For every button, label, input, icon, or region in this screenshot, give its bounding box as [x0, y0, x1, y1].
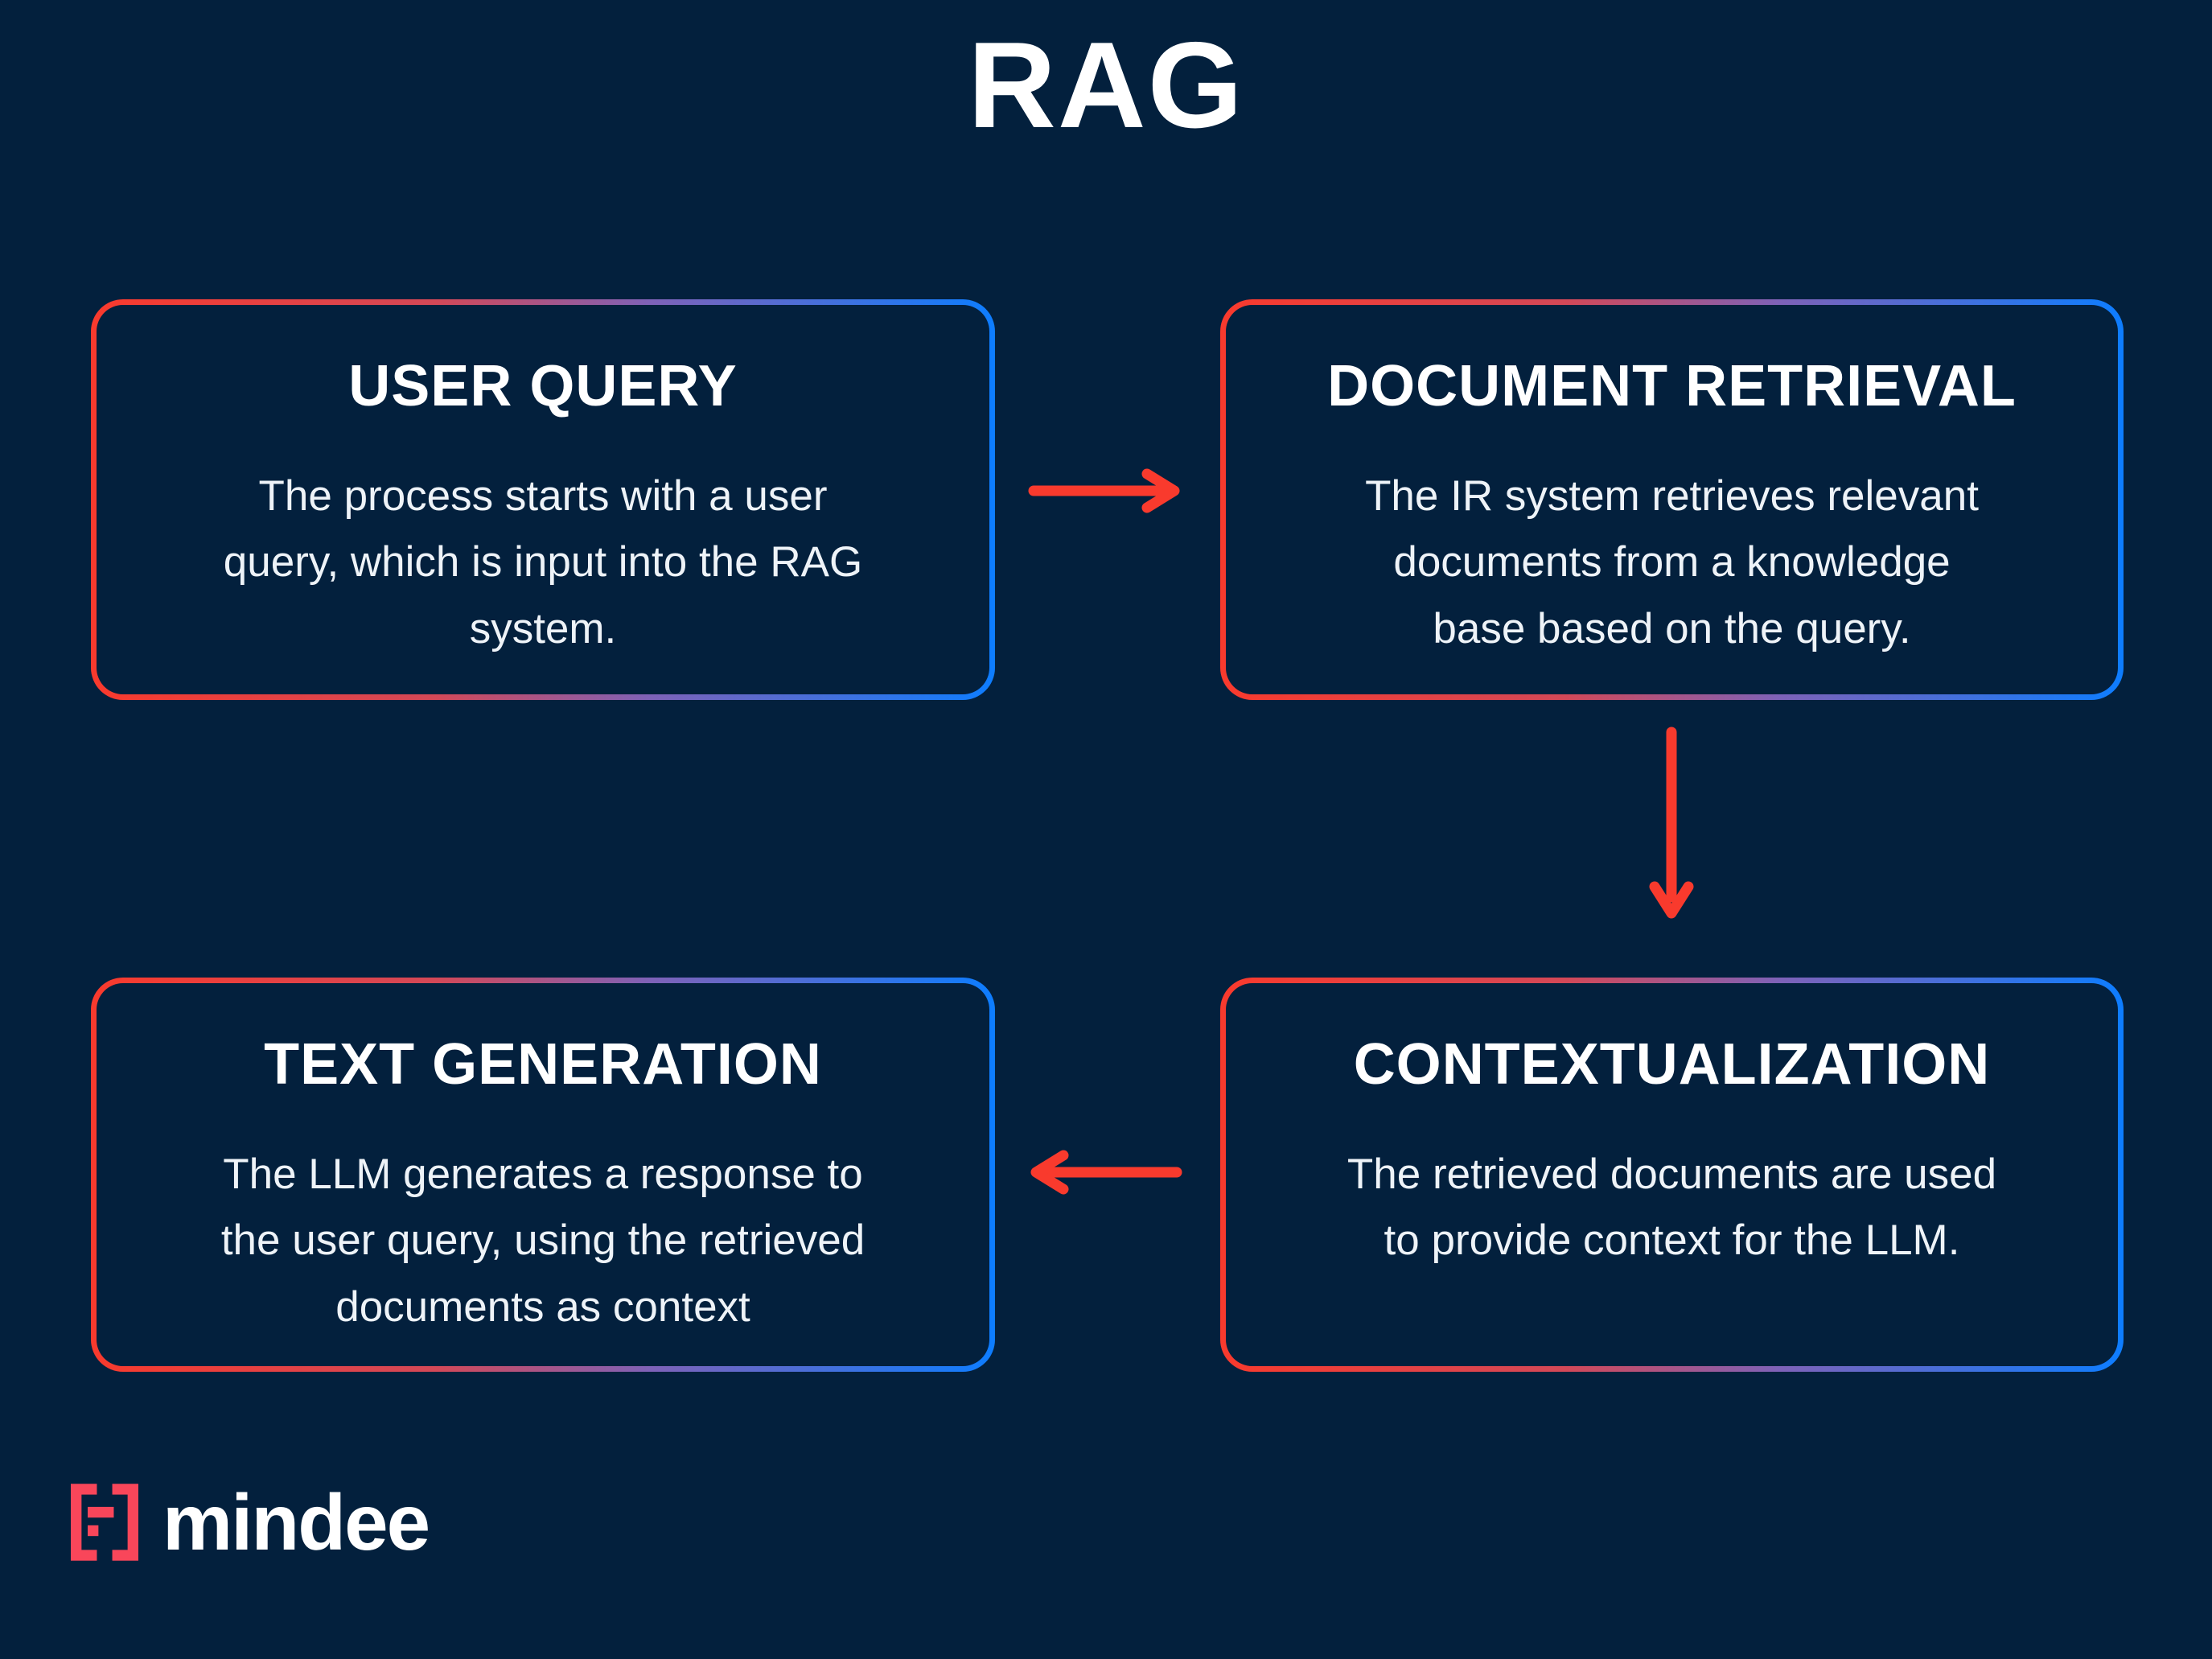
flow-box-document-retrieval-body: The IR system retrieves relevant documen… [1365, 471, 1979, 653]
diagram-title: RAG [968, 17, 1244, 154]
mindee-logo-icon [71, 1484, 138, 1561]
arrow-down-icon [1649, 727, 1694, 919]
flow-box-contextualization-inner: CONTEXTUALIZATION The retrieved document… [1226, 983, 2118, 1366]
flow-box-user-query-inner: USER QUERY The process starts with a use… [97, 305, 989, 694]
flow-box-text-generation: TEXT GENERATION The LLM generates a resp… [91, 978, 995, 1372]
flow-box-user-query: USER QUERY The process starts with a use… [91, 299, 995, 700]
flow-box-document-retrieval-title: DOCUMENT RETRIEVAL [1327, 354, 2017, 418]
flow-box-document-retrieval: DOCUMENT RETRIEVAL The IR system retriev… [1220, 299, 2124, 700]
flow-box-document-retrieval-inner: DOCUMENT RETRIEVAL The IR system retriev… [1226, 305, 2118, 694]
arrow-right-icon [1028, 468, 1180, 513]
flow-box-user-query-body: The process starts with a user query, wh… [223, 471, 863, 653]
flow-box-contextualization: CONTEXTUALIZATION The retrieved document… [1220, 978, 2124, 1372]
flow-box-user-query-title: USER QUERY [348, 354, 738, 418]
flow-box-contextualization-title: CONTEXTUALIZATION [1353, 1032, 1991, 1097]
mindee-logo-wordmark: mindee [162, 1478, 430, 1566]
flow-box-contextualization-body: The retrieved documents are used to prov… [1347, 1150, 1997, 1265]
mindee-logo: mindee [71, 1478, 430, 1566]
flow-box-text-generation-body: The LLM generates a response to the user… [220, 1150, 865, 1332]
arrow-left-icon [1030, 1150, 1182, 1195]
flow-box-text-generation-inner: TEXT GENERATION The LLM generates a resp… [97, 983, 989, 1366]
flow-box-text-generation-title: TEXT GENERATION [264, 1032, 822, 1097]
